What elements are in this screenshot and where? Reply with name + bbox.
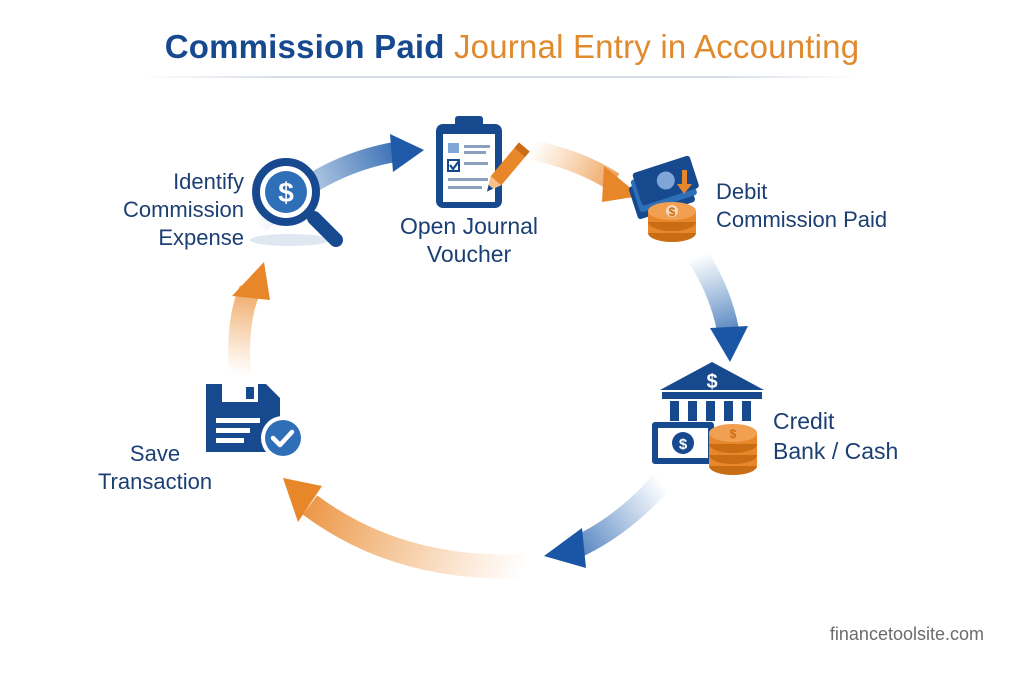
arrow-credit-to-save — [544, 470, 674, 568]
svg-text:$: $ — [679, 436, 688, 453]
arrow-voucher-to-debit — [529, 140, 640, 202]
step-label-credit: Credit Bank / Cash — [773, 408, 899, 464]
magnifier-dollar-icon: $ — [250, 158, 343, 247]
step-label-identify: Identify Commission Expense — [122, 169, 244, 250]
svg-text:$: $ — [278, 177, 294, 208]
arrow-debit-to-credit — [687, 248, 748, 362]
title-part-2: Journal Entry in Accounting — [453, 28, 860, 65]
arrow-save-to-identify-left — [228, 262, 270, 376]
step-label-voucher: Open Journal Voucher — [399, 213, 539, 267]
svg-text:$: $ — [706, 371, 717, 393]
svg-text:$: $ — [669, 205, 676, 219]
page-title: Commission Paid Journal Entry in Account… — [0, 28, 1024, 66]
arrow-save-to-identify-bottom — [283, 478, 526, 579]
title-part-1: Commission Paid — [164, 28, 445, 65]
save-check-icon — [206, 384, 305, 460]
cash-coins-icon: $ — [628, 155, 699, 242]
bank-coins-icon: $ $ $ — [652, 362, 764, 475]
site-watermark: financetoolsite.com — [829, 624, 984, 644]
step-label-debit: Debit Commission Paid — [716, 179, 888, 232]
svg-text:$: $ — [730, 427, 737, 441]
clipboard-pencil-icon — [436, 116, 530, 208]
step-label-save: Save Transaction — [97, 441, 213, 494]
title-divider — [140, 76, 860, 78]
